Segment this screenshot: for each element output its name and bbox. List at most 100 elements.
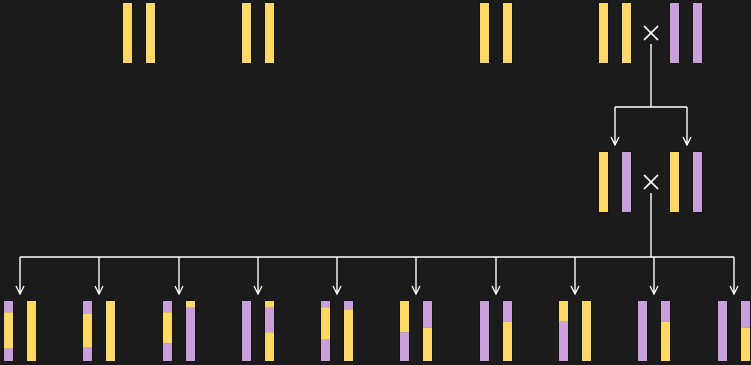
- chromosome-outline: [105, 300, 116, 362]
- chromosome-outline: [637, 300, 648, 362]
- chromosome-segment: [502, 2, 513, 64]
- chromosome-segment: [162, 300, 173, 313]
- chromosome-outline: [660, 300, 671, 362]
- chromosome-segment: [660, 321, 671, 362]
- chromosome-left: [669, 2, 680, 64]
- chromosome-segment: [581, 300, 592, 362]
- chromosome-outline: [185, 300, 196, 362]
- f2-pair: [717, 300, 751, 362]
- chromosome-right: [502, 2, 513, 64]
- chromosome-segment: [264, 307, 275, 333]
- cross-symbol-parents: [643, 25, 659, 41]
- chromosome-outline: [581, 300, 592, 362]
- chromosome-outline: [343, 300, 354, 362]
- chromosome-segment: [669, 2, 680, 64]
- chromosome-left: [479, 2, 490, 64]
- chromosome-segment: [264, 332, 275, 362]
- chromosome-right: [581, 300, 592, 362]
- f1-pair: [669, 151, 703, 213]
- chromosome-segment: [264, 300, 275, 308]
- chromosome-segment: [343, 300, 354, 310]
- chromosome-outline: [502, 300, 513, 362]
- chromosome-left: [598, 2, 609, 64]
- chromosome-outline: [692, 2, 703, 64]
- chromosome-left: [162, 300, 173, 362]
- chromosome-segment: [740, 300, 751, 328]
- chromosome-outline: [122, 2, 133, 64]
- chromosome-outline: [320, 300, 331, 362]
- chromosome-segment: [558, 321, 569, 362]
- chromosome-left: [241, 2, 252, 64]
- chromosome-segment: [502, 300, 513, 322]
- chromosome-left: [122, 2, 133, 64]
- f1-pair: [598, 151, 632, 213]
- chromosome-segment: [660, 300, 671, 322]
- top-row-pair: [479, 2, 513, 64]
- f2-pair: [558, 300, 592, 362]
- chromosome-left: [241, 300, 252, 362]
- chromosome-segment: [621, 151, 632, 213]
- chromosome-segment: [621, 2, 632, 64]
- chromosome-segment: [3, 300, 14, 313]
- chromosome-segment: [320, 307, 331, 340]
- chromosome-segment: [692, 151, 703, 213]
- chromosome-segment: [399, 300, 410, 333]
- top-row-pair: [122, 2, 156, 64]
- chromosome-right: [145, 2, 156, 64]
- chromosome-segment: [422, 300, 433, 328]
- chromosome-left: [669, 151, 680, 213]
- chromosome-left: [598, 151, 609, 213]
- chromosome-segment: [637, 300, 648, 362]
- chromosome-segment: [241, 300, 252, 362]
- chromosome-segment: [669, 151, 680, 213]
- chromosome-left: [82, 300, 93, 362]
- f2-pair: [3, 300, 37, 362]
- chromosome-left: [717, 300, 728, 362]
- chromosome-segment: [26, 300, 37, 362]
- top-row-pair: [241, 2, 275, 64]
- chromosome-segment: [717, 300, 728, 362]
- chromosome-segment: [105, 300, 116, 362]
- chromosome-outline: [162, 300, 173, 362]
- chromosome-right: [26, 300, 37, 362]
- chromosome-outline: [264, 300, 275, 362]
- chromosome-segment: [422, 327, 433, 362]
- chromosome-outline: [3, 300, 14, 362]
- chromosome-outline: [241, 300, 252, 362]
- f2-pair: [162, 300, 196, 362]
- chromosome-right: [422, 300, 433, 362]
- chromosome-outline: [669, 151, 680, 213]
- chromosome-right: [621, 151, 632, 213]
- chromosome-segment: [185, 307, 196, 362]
- chromosome-right: [105, 300, 116, 362]
- chromosome-segment: [3, 348, 14, 362]
- chromosome-outline: [598, 151, 609, 213]
- chromosome-segment: [122, 2, 133, 64]
- chromosome-segment: [479, 300, 490, 362]
- cross-symbols: [643, 25, 659, 190]
- chromosome-segment: [82, 300, 93, 314]
- chromosome-segment: [241, 2, 252, 64]
- chromosome-left: [3, 300, 14, 362]
- connector-lines: [20, 44, 734, 294]
- chromosome-segment: [82, 347, 93, 362]
- chromosome-segment: [320, 300, 331, 308]
- chromosome-left: [558, 300, 569, 362]
- chromosome-right: [740, 300, 751, 362]
- chromosome-right: [343, 300, 354, 362]
- top-row-pair: [598, 2, 632, 64]
- f2-pair: [320, 300, 354, 362]
- chromosome-outline: [479, 2, 490, 64]
- chromosome-right: [692, 2, 703, 64]
- chromosome-outline: [145, 2, 156, 64]
- chromosome-right: [621, 2, 632, 64]
- chromosome-outline: [558, 300, 569, 362]
- chromosome-outline: [621, 151, 632, 213]
- chromosome-segment: [399, 332, 410, 362]
- chromosome-segment: [320, 339, 331, 362]
- chromosome-segment: [740, 327, 751, 362]
- f2-pair: [399, 300, 433, 362]
- chromosome-outline: [264, 2, 275, 64]
- f2-pair: [479, 300, 513, 362]
